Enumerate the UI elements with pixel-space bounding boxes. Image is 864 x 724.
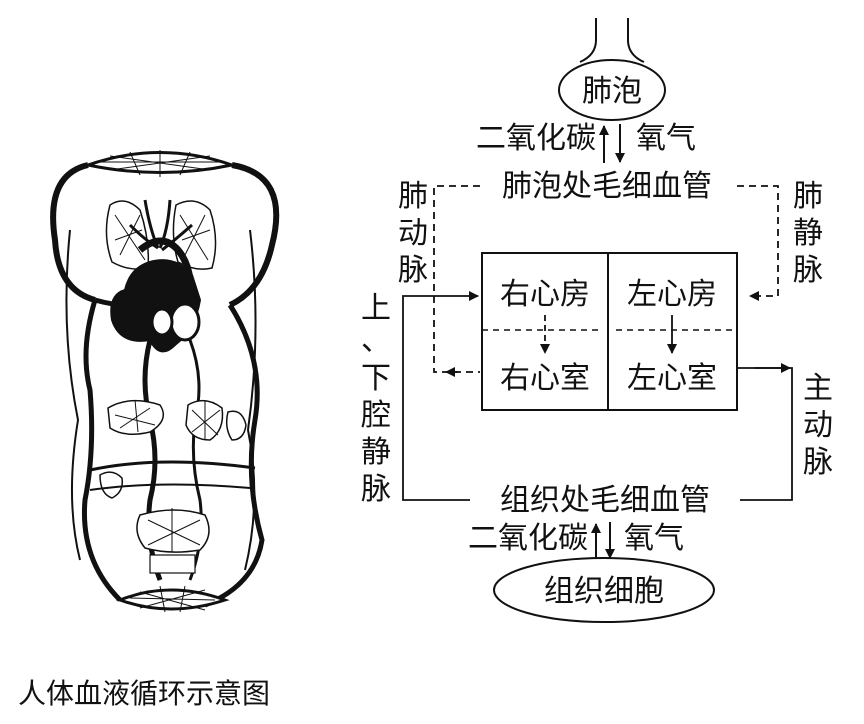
- body-illustration: [53, 150, 276, 612]
- svg-text:脉: 脉: [398, 253, 428, 288]
- intestine-capillary-bed: [186, 400, 223, 440]
- svg-text:、: 、: [361, 323, 391, 358]
- svg-text:肺: 肺: [398, 179, 428, 214]
- pulmonary-vein-line: [737, 186, 778, 296]
- pulmonary-artery-label: 肺 动 脉: [398, 179, 428, 288]
- liver-capillary-bed: [108, 400, 163, 434]
- svg-text:脉: 脉: [803, 445, 833, 480]
- svg-text:脉: 脉: [793, 253, 823, 288]
- head-capillary-bed: [88, 150, 232, 177]
- svg-text:静: 静: [793, 216, 823, 251]
- svg-text:静: 静: [361, 435, 391, 470]
- co2-label-top: 二氧化碳: [476, 121, 596, 156]
- pulmonary-artery-line: [434, 186, 480, 372]
- co2-label-bottom: 二氧化碳: [468, 521, 588, 556]
- svg-text:上: 上: [361, 291, 391, 326]
- o2-label-bottom: 氧气: [624, 521, 684, 556]
- vena-cava-line: [403, 296, 478, 500]
- svg-text:动: 动: [803, 408, 833, 443]
- right-atrium-label: 右心房: [500, 277, 590, 312]
- flow-diagram: 肺泡 二氧化碳 氧气 肺泡处毛细血管 肺 动 脉 肺 静 脉 上 、 下 腔 静: [361, 18, 833, 622]
- svg-text:肺: 肺: [793, 179, 823, 214]
- vena-cava-label: 上 、 下 腔 静 脉: [361, 291, 391, 507]
- svg-text:脉: 脉: [361, 472, 391, 507]
- lungs: [106, 200, 215, 269]
- aorta-line: [737, 368, 792, 500]
- leg-capillary-bed: [120, 586, 225, 612]
- pulmonary-vein-label: 肺 静 脉: [793, 179, 823, 288]
- lung-capillary-label: 肺泡处毛细血管: [502, 169, 712, 204]
- o2-label-top: 氧气: [636, 121, 696, 156]
- tissue-cell-label: 组织细胞: [544, 574, 664, 609]
- svg-text:下: 下: [361, 361, 391, 396]
- svg-text:腔: 腔: [361, 398, 391, 433]
- right-ventricle-label: 右心室: [500, 361, 590, 396]
- svg-text:动: 动: [398, 216, 428, 251]
- svg-text:主: 主: [803, 371, 833, 406]
- tissue-capillary-label: 组织处毛细血管: [500, 483, 710, 518]
- left-ventricle-label: 左心室: [627, 361, 717, 396]
- left-atrium-label: 左心房: [627, 277, 717, 312]
- trachea: [580, 18, 644, 62]
- figure-caption: 人体血液循环示意图: [18, 677, 270, 710]
- alveolus-label: 肺泡: [582, 74, 642, 109]
- aorta-label: 主 动 脉: [803, 371, 833, 480]
